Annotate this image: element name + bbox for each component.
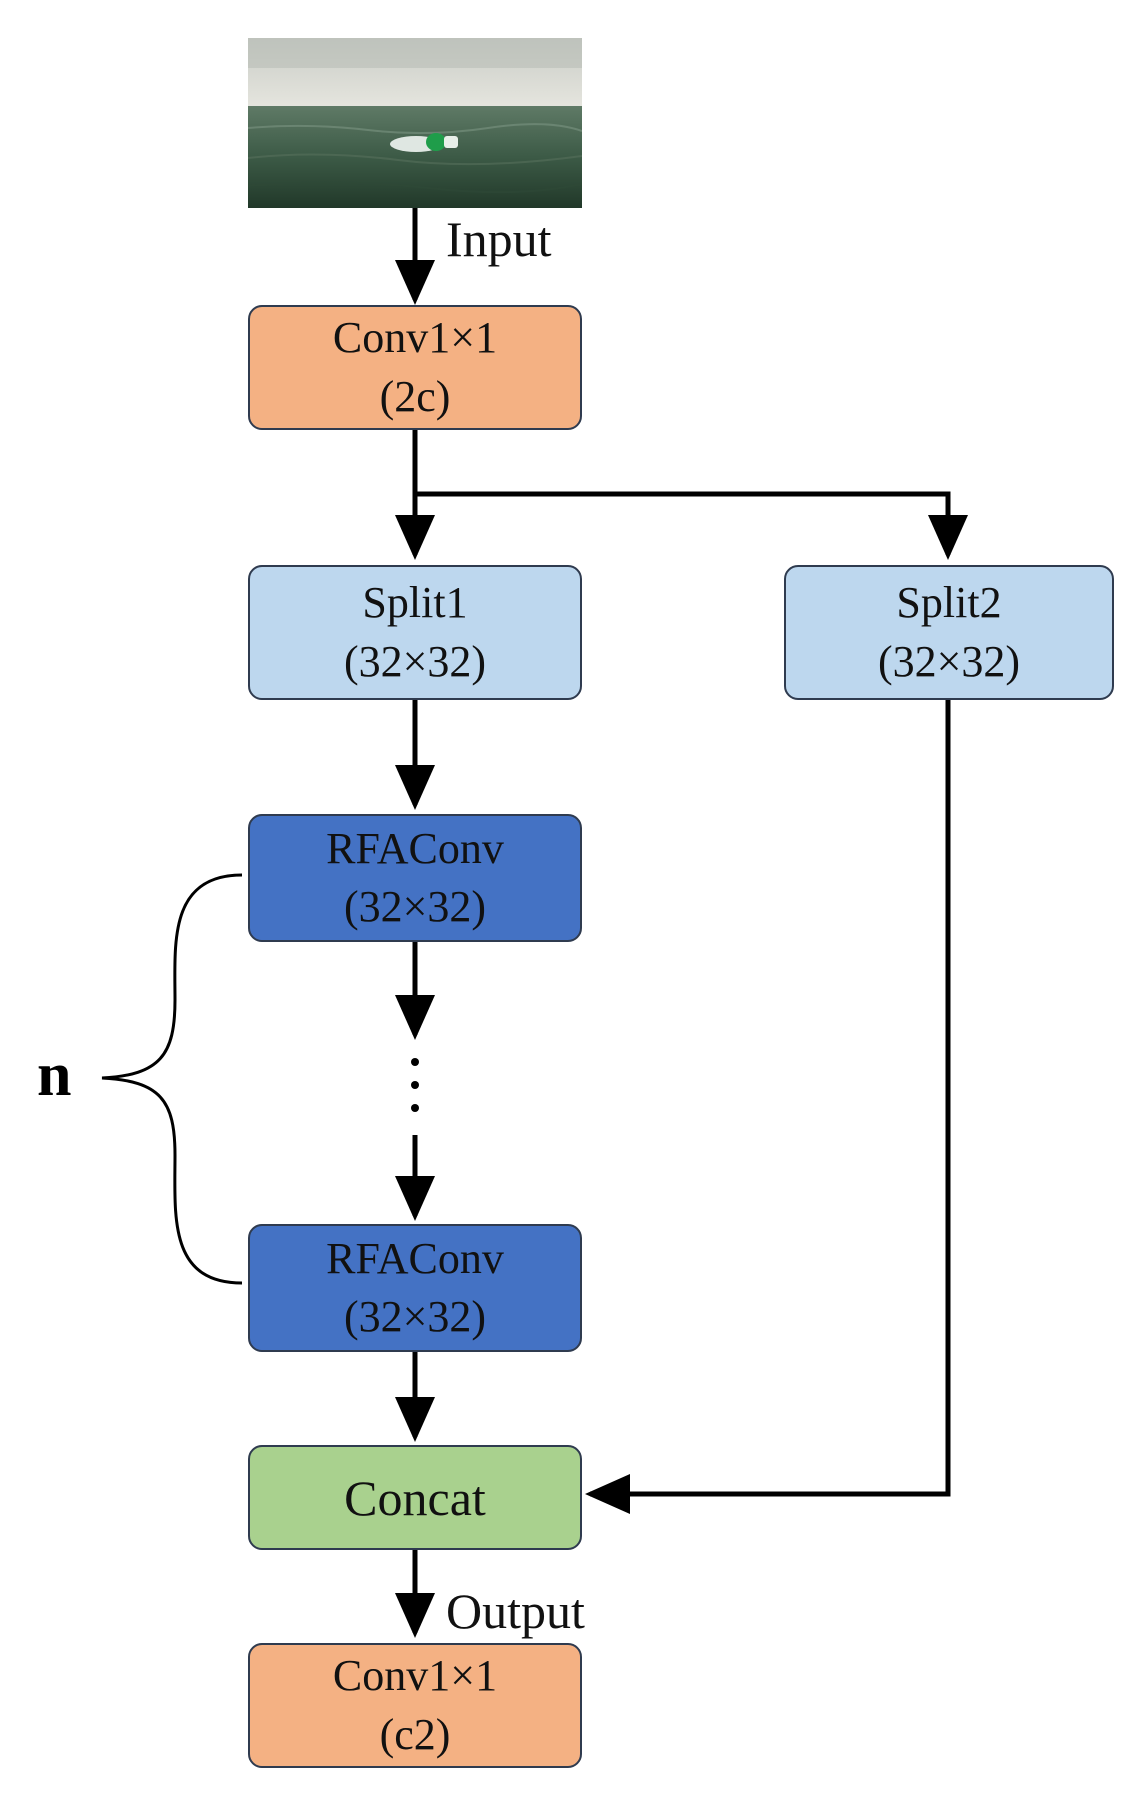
node-subtitle: (c2) xyxy=(379,1709,451,1759)
rfaconv-last-node: RFAConv (32×32) xyxy=(248,1224,582,1352)
conv1x1-input-node: Conv1×1 (2c) xyxy=(248,305,582,430)
node-title: Conv1×1 xyxy=(332,1651,498,1701)
node-subtitle: (32×32) xyxy=(343,882,487,931)
node-subtitle: (2c) xyxy=(379,371,451,421)
ellipsis-dot xyxy=(411,1058,419,1066)
arrow-split2-to-concat xyxy=(585,695,951,1514)
conv1x1-output-node: Conv1×1 (c2) xyxy=(248,1643,582,1768)
output-label: Output xyxy=(446,1583,585,1639)
node-title: Split2 xyxy=(896,578,1002,628)
rfaconv-first-node: RFAConv (32×32) xyxy=(248,814,582,942)
input-image xyxy=(248,38,582,208)
concat-node: Concat xyxy=(248,1445,582,1550)
ellipsis-dot xyxy=(411,1081,419,1089)
split1-node: Split1 (32×32) xyxy=(248,565,582,700)
input-label: Input xyxy=(446,211,552,267)
node-subtitle: (32×32) xyxy=(343,636,487,686)
node-title: RFAConv xyxy=(326,823,504,873)
floating-bottle xyxy=(390,133,458,152)
repeat-count-label: n xyxy=(37,1041,72,1109)
node-subtitle: (32×32) xyxy=(877,636,1021,686)
node-title: Conv1×1 xyxy=(332,313,498,363)
ellipsis-dot xyxy=(411,1104,419,1112)
node-title: Concat xyxy=(344,1469,486,1526)
arrow-branch-to-split2 xyxy=(415,491,968,560)
repeat-brace xyxy=(101,873,243,1285)
node-title: RFAConv xyxy=(326,1233,504,1283)
node-subtitle: (32×32) xyxy=(343,1292,487,1341)
split2-node: Split2 (32×32) xyxy=(784,565,1114,700)
node-title: Split1 xyxy=(362,578,468,628)
